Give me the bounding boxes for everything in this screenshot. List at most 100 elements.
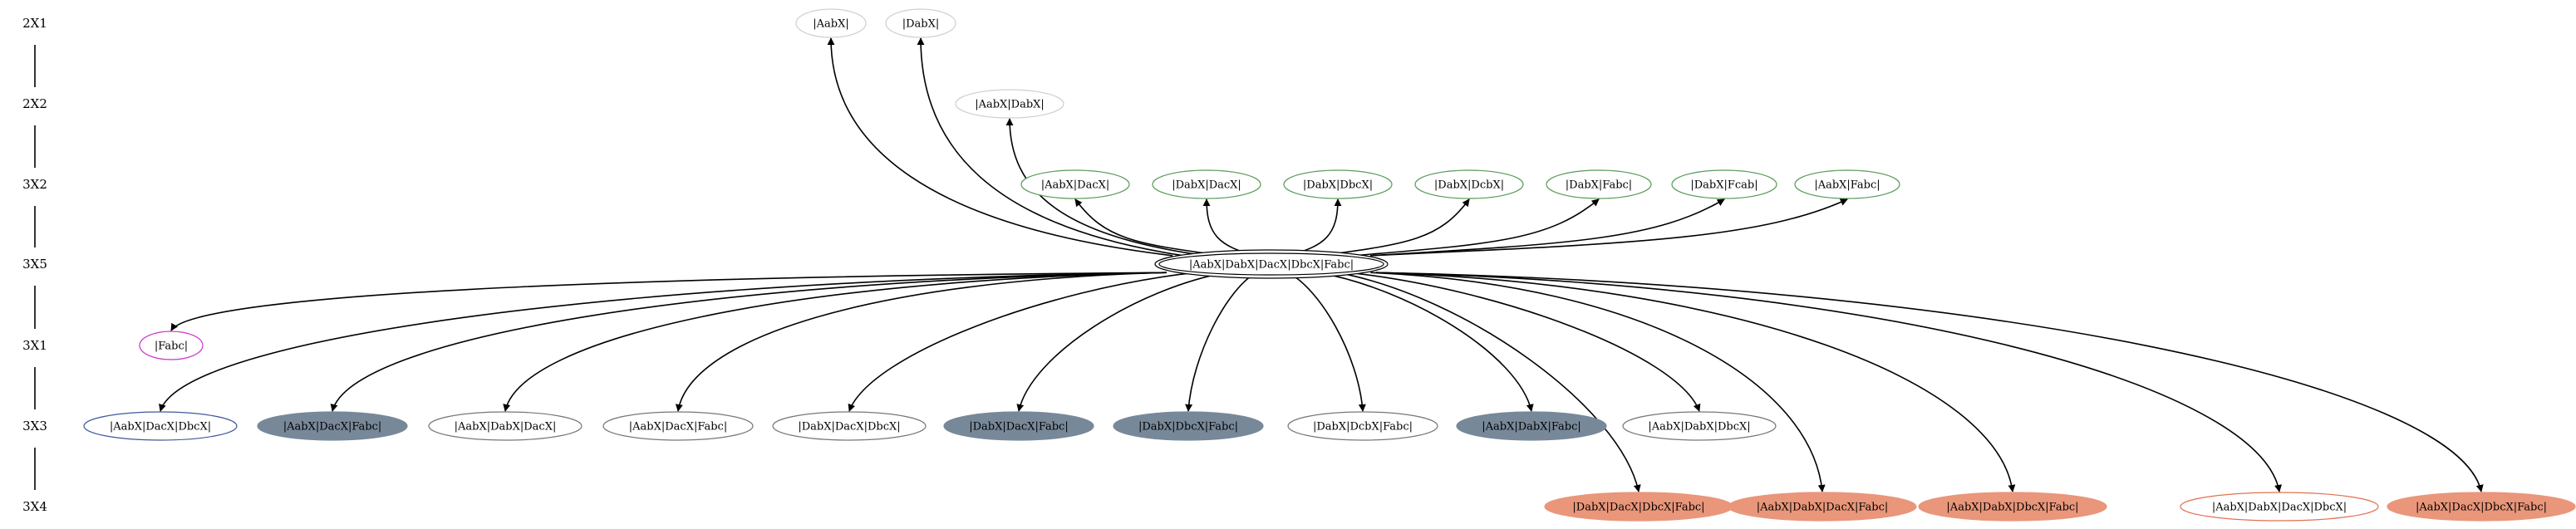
edge-center-to-aabdacdbc <box>159 272 1168 412</box>
node-shape <box>139 331 204 360</box>
node-dabfabc[interactable]: |DabX|Fabc| <box>1546 169 1652 199</box>
node-aabdabdbcfabc[interactable]: |AabX|DabX|DbcX|Fabc| <box>1918 492 2107 522</box>
node-label: |AabX| <box>813 18 848 31</box>
node-aabfabc[interactable]: |AabX|Fabc| <box>1794 169 1900 199</box>
node-dabdacfabc[interactable]: |DabX|DacX|Fabc| <box>943 411 1094 441</box>
node-label: |AabX|DabX|Fabc| <box>1482 421 1581 433</box>
node-label: |DabX|DcbX|Fabc| <box>1313 421 1413 433</box>
node-aabdabdbc[interactable]: |AabX|DabX|DbcX| <box>1622 411 1777 441</box>
node-layer: |AabX| |DabX| |AabX|DabX| |AabX|DacX| |DabX|… <box>83 8 2576 522</box>
node-dabdbcfabc[interactable]: |DabX|DbcX|Fabc| <box>1113 411 1264 441</box>
edge-center-to-dab <box>917 37 1184 257</box>
edge-center-to-aabdac <box>1074 198 1223 257</box>
node-center[interactable]: |AabX|DabX|DacX|DbcX|Fabc| <box>1154 249 1389 279</box>
edge-center-to-aabfabc <box>1369 198 1848 257</box>
edge-center-to-dabfabc <box>1353 198 1600 257</box>
edge-center-to-aabdacfabc <box>330 272 1168 412</box>
node-shape <box>1283 169 1393 199</box>
node-label: |AabX|DabX|DbcX|Fabc| <box>1946 502 2078 514</box>
rank-label: 2X2 <box>22 96 47 111</box>
edge-center-to-aabdabdbcfabc <box>1375 272 2016 492</box>
node-shape <box>1414 169 1524 199</box>
node-shape <box>1154 249 1389 279</box>
node-shape <box>1113 411 1264 441</box>
rank-label: 3X5 <box>22 257 47 272</box>
node-aabdacdbcfabc[interactable]: |AabX|DacX|DbcX|Fabc| <box>2387 492 2576 522</box>
node-label: |DabX|DcbX| <box>1434 179 1504 192</box>
node-shape <box>1152 169 1261 199</box>
node-label: |Fabc| <box>155 340 188 353</box>
node-shape <box>1456 411 1607 441</box>
edge-center-to-aabdabdacdbc <box>1375 272 2282 492</box>
node-shape <box>83 411 238 441</box>
node-aab[interactable]: |AabX| <box>795 8 867 38</box>
node-label: |DabX|DbcX| <box>1303 179 1373 192</box>
node-aabdacfabc[interactable]: |AabX|DacX|Fabc| <box>257 411 408 441</box>
node-dabfcab[interactable]: |DabX|Fcab| <box>1671 169 1777 199</box>
edge-center-to-dabdbc <box>1287 198 1342 257</box>
edge-center-to-aab <box>827 37 1173 257</box>
node-shape <box>772 411 927 441</box>
edge-center-to-dabdacdbc <box>848 272 1196 412</box>
node-shape <box>885 8 956 38</box>
node-label: |AabX|DabX|DacX|Fabc| <box>1757 502 1889 514</box>
node-dab[interactable]: |DabX| <box>885 8 956 38</box>
edge-center-to-dabfcab <box>1369 198 1725 257</box>
node-shape <box>428 411 583 441</box>
node-shape <box>2180 492 2379 522</box>
node-shape <box>955 89 1064 119</box>
rank-label: 3X4 <box>22 499 47 514</box>
node-shape <box>943 411 1094 441</box>
node-dabdcb[interactable]: |DabX|DcbX| <box>1414 169 1524 199</box>
node-dabdcbfabc[interactable]: |DabX|DcbX|Fabc| <box>1287 411 1438 441</box>
node-label: |AabX|DacX|Fabc| <box>283 421 381 433</box>
rank-label: 3X1 <box>22 338 47 353</box>
edge-center-to-aabdacfabc2 <box>675 272 1168 412</box>
edge-center-to-fabc <box>170 272 1168 331</box>
node-aabdabdacdbc[interactable]: |AabX|DabX|DacX|DbcX| <box>2180 492 2379 522</box>
edge-center-to-aabdabfabc <box>1318 272 1534 412</box>
edge-center-to-aabdabdac <box>503 272 1168 412</box>
edge-center-to-aabdabdacfabc <box>1370 272 1826 492</box>
node-shape <box>1287 411 1438 441</box>
node-label: |AabX|Fabc| <box>1814 179 1880 192</box>
edge-center-to-dabdacfabc <box>1016 272 1227 412</box>
node-aabdabfabc[interactable]: |AabX|DabX|Fabc| <box>1456 411 1607 441</box>
node-shape <box>2387 492 2576 522</box>
node-label: |AabX|DacX| <box>1041 179 1110 192</box>
node-fabc[interactable]: |Fabc| <box>139 331 204 360</box>
node-dabdbc[interactable]: |DabX|DbcX| <box>1283 169 1393 199</box>
edge-center-to-dabdacdbcfabc <box>1337 272 1641 492</box>
node-shape <box>1546 169 1652 199</box>
node-aabdabdac[interactable]: |AabX|DabX|DacX| <box>428 411 583 441</box>
node-label: |AabX|DabX|DacX|DbcX|Fabc| <box>1189 259 1354 272</box>
node-label: |AabX|DacX|Fabc| <box>629 421 727 433</box>
edge-center-to-aabdabdbc <box>1348 272 1701 412</box>
node-label: |DabX|DacX|DbcX| <box>798 421 900 433</box>
node-aabdac[interactable]: |AabX|DacX| <box>1020 169 1130 199</box>
node-label: |AabX|DabX|DbcX| <box>1648 421 1750 433</box>
edge-center-to-aabdacdbcfabc <box>1375 272 2484 492</box>
node-aabdabdacfabc[interactable]: |AabX|DabX|DacX|Fabc| <box>1728 492 1917 522</box>
rank-label: 3X2 <box>22 177 47 192</box>
node-shape <box>1794 169 1900 199</box>
edge-center-to-dabdcb <box>1320 198 1470 257</box>
node-dabdacdbcfabc[interactable]: |DabX|DacX|DbcX|Fabc| <box>1544 492 1733 522</box>
edge-layer <box>159 37 2484 492</box>
node-dabdac[interactable]: |DabX|DacX| <box>1152 169 1261 199</box>
node-label: |DabX|Fabc| <box>1566 179 1632 192</box>
node-shape <box>257 411 408 441</box>
edge-center-to-dabdcbfabc <box>1287 272 1366 412</box>
node-label: |DabX| <box>902 18 940 31</box>
node-shape <box>1671 169 1777 199</box>
edge-center-to-dabdbcfabc <box>1185 272 1257 412</box>
node-shape <box>1918 492 2107 522</box>
node-aabdacfabc2[interactable]: |AabX|DacX|Fabc| <box>602 411 754 441</box>
node-dabdacdbc[interactable]: |DabX|DacX|DbcX| <box>772 411 927 441</box>
node-shape <box>1728 492 1917 522</box>
node-aabdab[interactable]: |AabX|DabX| <box>955 89 1064 119</box>
edge-center-to-dabdac <box>1202 198 1256 257</box>
node-aabdacdbc[interactable]: |AabX|DacX|DbcX| <box>83 411 238 441</box>
